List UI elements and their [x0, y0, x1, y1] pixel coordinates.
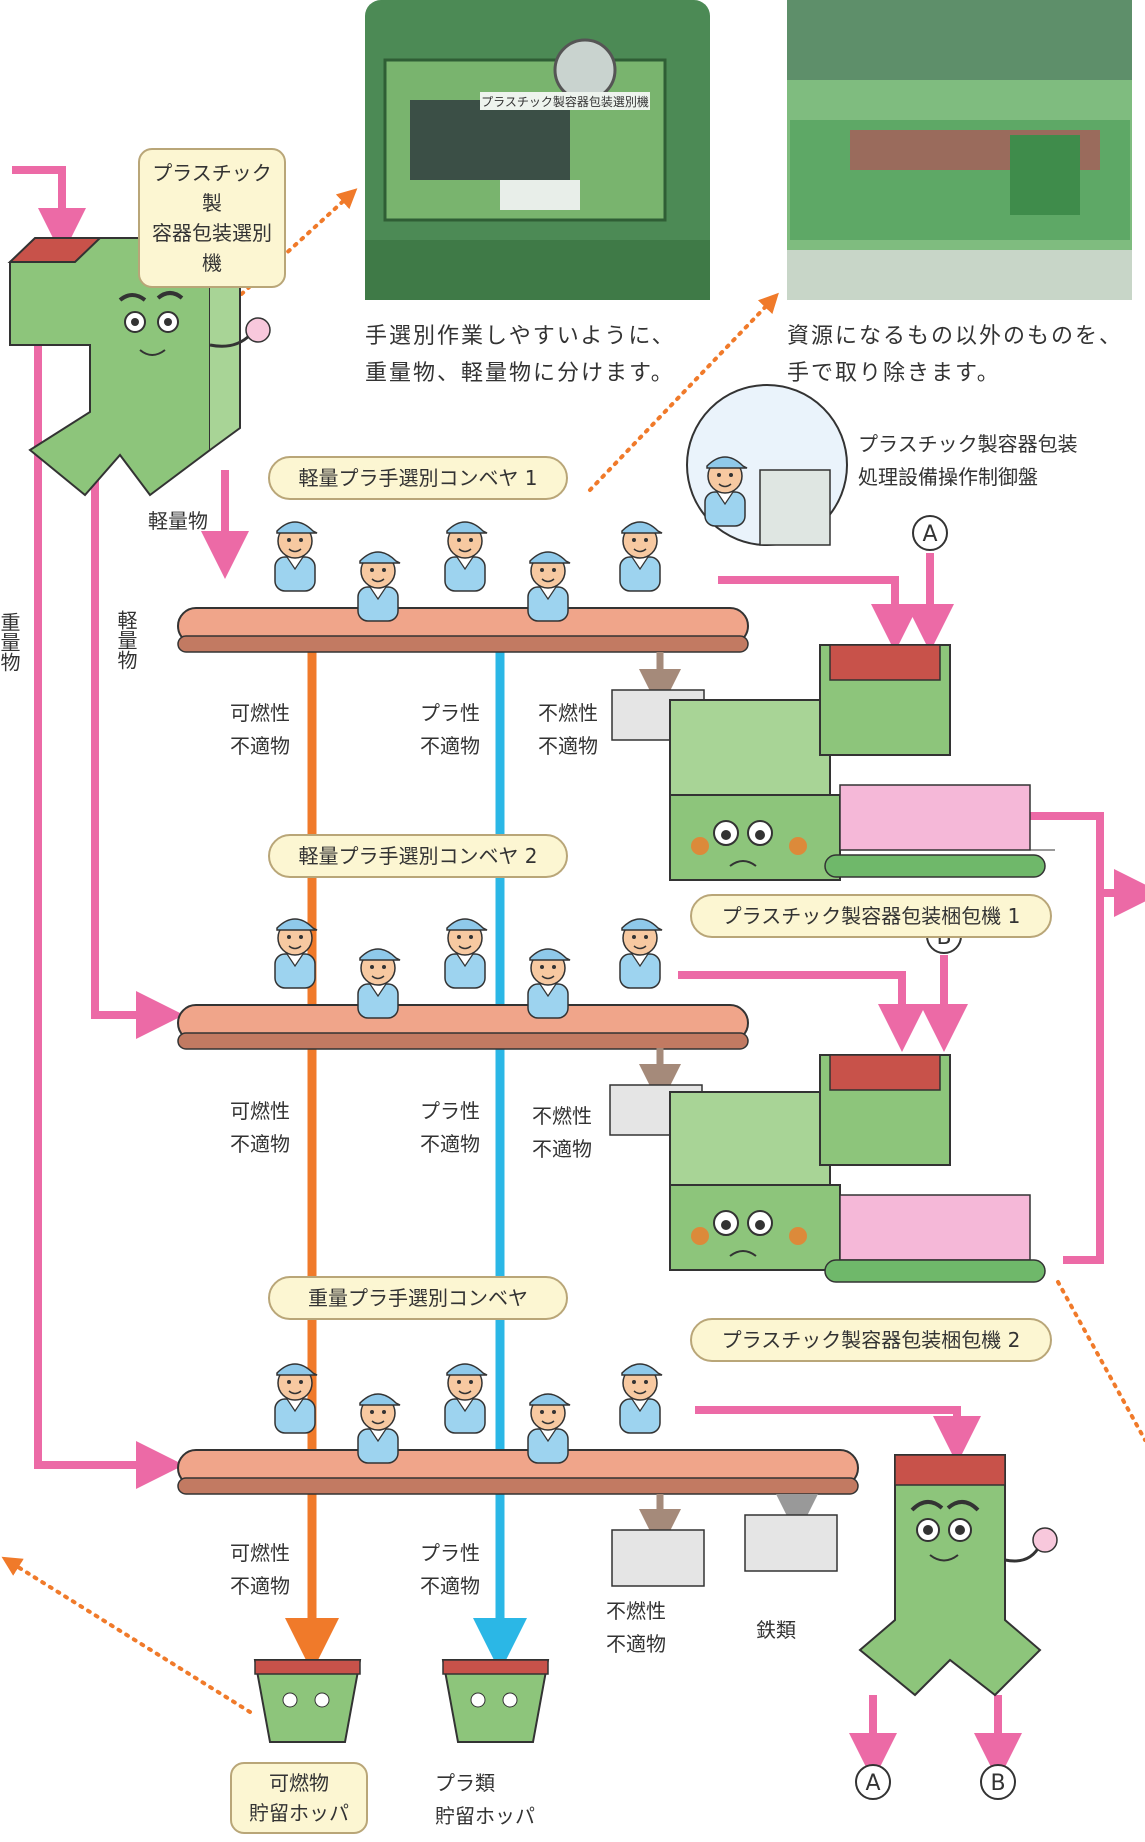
selector-machine-label: プラスチック製 容器包装選別機: [138, 148, 286, 288]
callout-line-4: [1, 1556, 252, 1714]
conveyor-2-plastic-label: プラ性 不適物: [420, 1095, 480, 1161]
combustible-hopper-line-2: 貯留ホッパ: [249, 1801, 349, 1825]
c3-combustible-line-1: 可燃性: [230, 1541, 290, 1565]
photo-1-caption-line-1: 手選別作業しやすいように、: [365, 324, 676, 349]
conveyor-3-combustible-label: 可燃性 不適物: [230, 1537, 290, 1603]
combustible-hopper-label: 可燃物 貯留ホッパ: [230, 1762, 368, 1834]
combustible-hopper: [253, 1659, 362, 1743]
conveyor-2: [177, 918, 749, 1050]
photo-2-caption: 資源になるもの以外のものを、 手で取り除きます。: [787, 318, 1123, 393]
callout-line-2: [588, 292, 779, 492]
conveyor-1: [177, 521, 749, 653]
marker-a-bottom-text: A: [865, 1771, 880, 1796]
baler-2-label: プラスチック製容器包装梱包機 2: [690, 1318, 1052, 1362]
photo-2-caption-line-2: 手で取り除きます。: [787, 361, 1001, 387]
c2-noncombustible-line-1: 不燃性: [532, 1104, 592, 1128]
conveyor-2-combustible-label: 可燃性 不適物: [230, 1095, 290, 1161]
marker-a-top: A: [912, 515, 948, 551]
c3-noncombustible-line-2: 不適物: [606, 1632, 666, 1656]
c2-noncombustible-line-2: 不適物: [532, 1137, 592, 1161]
c1-noncombustible-line-2: 不適物: [538, 734, 598, 758]
iron-label: 鉄類: [756, 1618, 796, 1642]
c2-plastic-line-2: 不適物: [420, 1132, 480, 1156]
c2-plastic-line-1: プラ性: [420, 1099, 480, 1123]
c1-combustible-line-1: 可燃性: [230, 701, 290, 725]
conveyor-1-combustible-label: 可燃性 不適物: [230, 697, 290, 763]
light-material-vertical-label: 軽量物: [114, 610, 138, 670]
c1-plastic-line-2: 不適物: [420, 734, 480, 758]
control-panel-label: プラスチック製容器包装 処理設備操作制御盤: [858, 428, 1078, 494]
c3-plastic-line-2: 不適物: [420, 1574, 480, 1598]
plastic-hopper: [441, 1659, 550, 1743]
conveyor-1-plastic-label: プラ性 不適物: [420, 697, 480, 763]
conveyor-2-label: 軽量プラ手選別コンベヤ 2: [268, 834, 568, 878]
splitter-machine: [858, 1454, 1058, 1697]
selector-label-line-2: 容器包装選別機: [152, 221, 272, 275]
photo-selector-machine: プラスチック製容器包装選別機: [365, 0, 710, 300]
baler-1-label: プラスチック製容器包装梱包機 1: [690, 894, 1052, 938]
conveyor-1-label: 軽量プラ手選別コンベヤ 1: [268, 456, 568, 500]
callout-line-3: [1056, 1280, 1145, 1442]
conveyor-3: [177, 1363, 859, 1495]
c3-plastic-line-1: プラ性: [420, 1541, 480, 1565]
conveyor-3-plastic-label: プラ性 不適物: [420, 1537, 480, 1603]
marker-b-bottom-text: B: [990, 1771, 1005, 1796]
photo-1-caption-line-2: 重量物、軽量物に分けます。: [365, 361, 675, 387]
machine-sign-text: プラスチック製容器包装選別機: [481, 94, 649, 109]
conveyor-3-label: 重量プラ手選別コンベヤ: [268, 1276, 568, 1320]
heavy-material-vertical-label: 重量物: [0, 612, 21, 672]
c2-combustible-line-2: 不適物: [230, 1132, 290, 1156]
combustible-hopper-line-1: 可燃物: [269, 1771, 329, 1795]
photo-sorting-line: [787, 0, 1132, 300]
c1-combustible-line-2: 不適物: [230, 734, 290, 758]
light-material-label: 軽量物: [148, 509, 208, 533]
marker-b-bottom: B: [980, 1764, 1016, 1800]
c2-combustible-line-1: 可燃性: [230, 1099, 290, 1123]
c3-noncombustible-line-1: 不燃性: [606, 1599, 666, 1623]
flow-arrows: [12, 166, 1145, 1781]
control-panel-line-2: 処理設備操作制御盤: [858, 465, 1038, 489]
conveyor-2-noncombustible-label: 不燃性 不適物: [532, 1100, 592, 1166]
marker-a-top-text: A: [922, 522, 937, 547]
conveyor-1-noncombustible-label: 不燃性 不適物: [538, 697, 598, 763]
selector-label-line-1: プラスチック製: [152, 161, 272, 215]
baler-1: [669, 644, 1055, 881]
plastic-hopper-line-1: プラ類: [435, 1771, 495, 1795]
control-panel-illustration: [686, 384, 848, 546]
marker-a-bottom: A: [855, 1764, 891, 1800]
conveyor-3-noncombustible-label: 不燃性 不適物: [606, 1595, 666, 1661]
photo-1-caption: 手選別作業しやすいように、 重量物、軽量物に分けます。: [365, 318, 676, 393]
c1-plastic-line-1: プラ性: [420, 701, 480, 725]
c3-combustible-line-2: 不適物: [230, 1574, 290, 1598]
baler-2: [669, 1054, 1046, 1283]
plastic-hopper-label: プラ類 貯留ホッパ: [435, 1767, 535, 1833]
plastic-hopper-line-2: 貯留ホッパ: [435, 1804, 535, 1828]
control-panel-line-1: プラスチック製容器包装: [858, 432, 1078, 456]
photo-2-caption-line-1: 資源になるもの以外のものを、: [787, 324, 1124, 349]
c1-noncombustible-line-1: 不燃性: [538, 701, 598, 725]
